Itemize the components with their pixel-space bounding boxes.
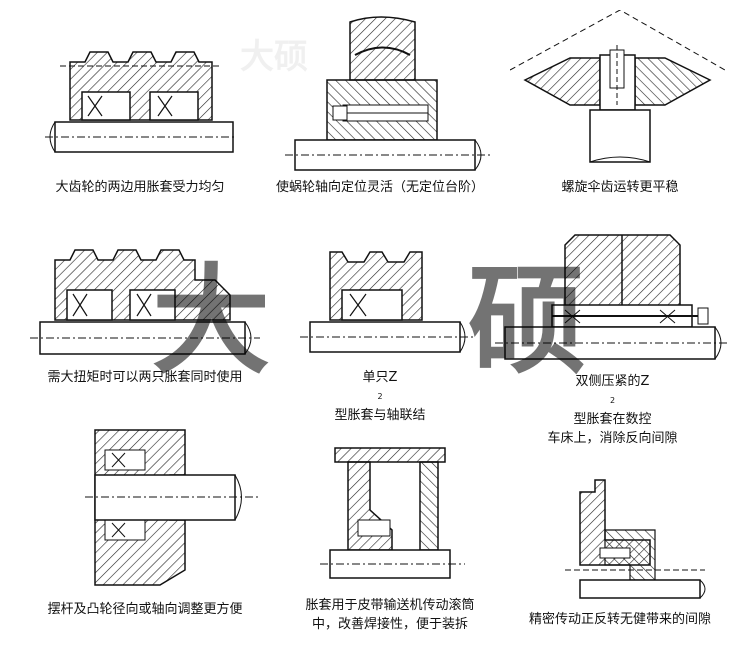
diagram-3: 螺旋伞齿运转更平稳 bbox=[510, 10, 730, 200]
diagram-9-caption: 精密传动正反转无健带来的间隙 bbox=[528, 612, 711, 627]
diagram-4-drawing bbox=[30, 249, 260, 355]
diagram-3-caption: 螺旋伞齿运转更平稳 bbox=[561, 180, 679, 195]
diagram-5-drawing bbox=[300, 251, 475, 353]
diagram-7: 摆杆及凸轮径向或轴向调整更方便 bbox=[20, 420, 270, 630]
diagram-4: 需大扭矩时可以两只胀套同时使用 bbox=[25, 240, 265, 395]
diagram-7-drawing bbox=[85, 429, 260, 586]
diagram-8: 胀套用于皮带输送机传动滚筒 中，改善焊接性，便于装拆 bbox=[270, 440, 510, 645]
diagram-4-caption: 需大扭矩时可以两只胀套同时使用 bbox=[47, 370, 243, 385]
diagram-7-caption: 摆杆及凸轮径向或轴向调整更方便 bbox=[47, 602, 243, 617]
diagram-1-caption: 大齿轮的两边用胀套受力均匀 bbox=[55, 180, 225, 195]
diagram-1: 大齿轮的两边用胀套受力均匀 bbox=[40, 40, 240, 200]
diagram-1-drawing bbox=[45, 51, 235, 153]
diagram-2-drawing bbox=[285, 16, 490, 171]
diagram-2: 使蜗轮轴向定位灵活（无定位台阶） bbox=[255, 10, 505, 200]
diagram-6-drawing bbox=[495, 234, 730, 360]
diagram-3-drawing bbox=[510, 10, 726, 163]
diagram-8-caption: 胀套用于皮带输送机传动滚筒 中，改善焊接性，便于装拆 bbox=[305, 598, 475, 632]
diagram-9: 精密传动正反转无健带来的间隙 bbox=[505, 470, 735, 640]
diagram-2-caption: 使蜗轮轴向定位灵活（无定位台阶） bbox=[275, 180, 484, 195]
diagram-8-drawing bbox=[320, 447, 465, 579]
diagram-9-drawing bbox=[565, 479, 706, 599]
